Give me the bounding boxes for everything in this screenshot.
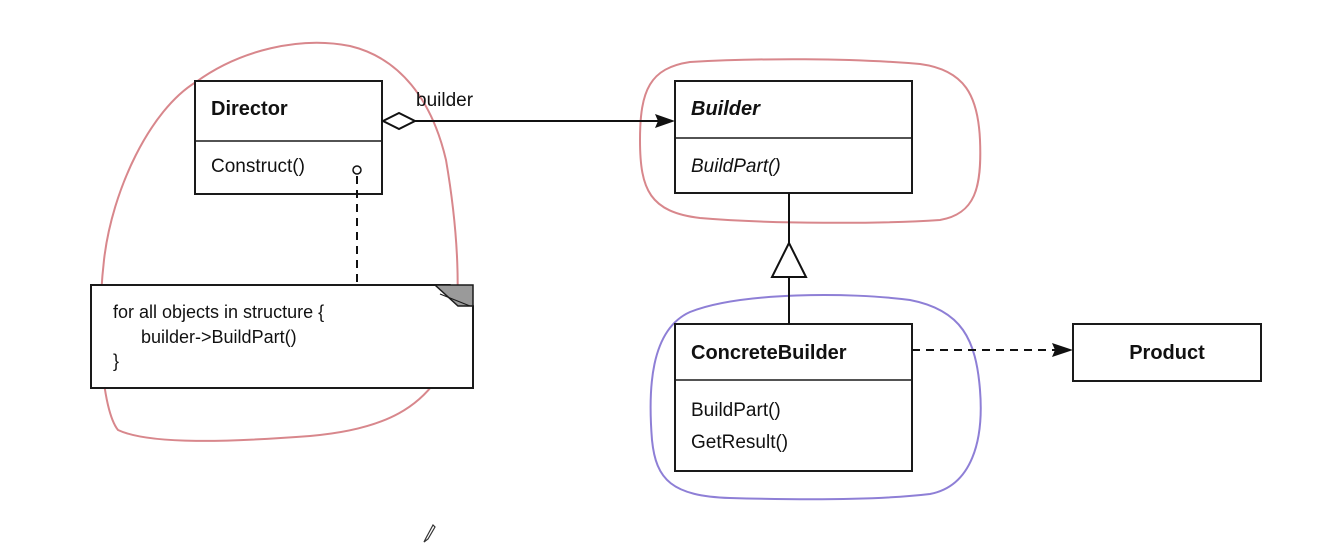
concrete-builder-operation-buildpart: BuildPart() xyxy=(691,400,781,421)
director-class-box xyxy=(194,80,383,195)
inheritance-triangle-icon xyxy=(770,240,808,278)
note-line-3: } xyxy=(113,351,119,371)
dependency-relationship xyxy=(912,343,1073,357)
director-class-name: Director xyxy=(211,98,288,120)
builder-class-name: Builder xyxy=(691,98,761,120)
note-box xyxy=(90,284,474,389)
red-annotation-outline-builder xyxy=(638,58,982,224)
concrete-builder-operation-getresult: GetResult() xyxy=(691,432,788,453)
builder-class-box xyxy=(674,80,913,194)
note-corner-line xyxy=(439,293,471,307)
builder-operation-buildpart: BuildPart() xyxy=(691,156,781,177)
director-class: Director Construct() xyxy=(194,80,383,195)
note-line-2: builder->BuildPart() xyxy=(141,327,297,347)
aggregation-diamond-icon xyxy=(380,111,418,131)
inheritance-relationship xyxy=(770,193,808,324)
note-anchor-circle xyxy=(352,165,362,175)
association-role-label: builder xyxy=(416,90,474,111)
concrete-builder-class: ConcreteBuilder BuildPart() GetResult() xyxy=(674,323,913,472)
product-class-box xyxy=(1072,323,1262,382)
note-folded-corner-icon xyxy=(433,284,474,307)
concrete-builder-class-name: ConcreteBuilder xyxy=(691,342,847,364)
blue-annotation-outline-concrete-builder xyxy=(649,294,982,501)
red-annotation-outline-director xyxy=(99,41,459,442)
pencil-cursor-icon xyxy=(423,524,436,543)
director-operation-construct: Construct() xyxy=(211,156,305,177)
product-class: Product xyxy=(1072,323,1262,382)
pseudocode-note: for all objects in structure { builder->… xyxy=(90,284,474,389)
concrete-builder-class-box xyxy=(674,323,913,472)
builder-class: Builder BuildPart() xyxy=(674,80,913,194)
dependency-arrowhead-icon xyxy=(1052,343,1073,357)
aggregation-relationship: builder xyxy=(380,90,675,131)
aggregation-arrowhead-icon xyxy=(655,114,675,128)
product-class-name: Product xyxy=(1129,342,1205,364)
note-line-1: for all objects in structure { xyxy=(113,302,324,322)
